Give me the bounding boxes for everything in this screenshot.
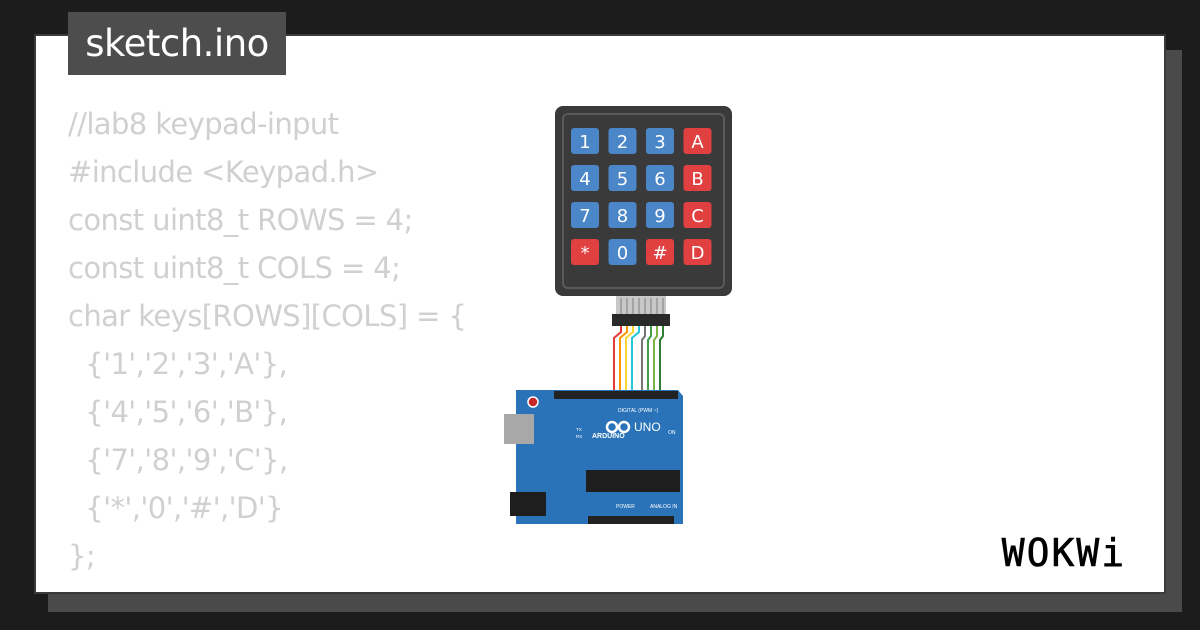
code-line: {'7','8','9','C'}, <box>68 443 288 477</box>
tx-label: TX <box>576 427 582 432</box>
keypad-key-label: 5 <box>617 169 628 190</box>
keypad-key: 4 <box>571 165 599 191</box>
keypad-key-label: # <box>652 243 667 264</box>
keypad-key-face <box>646 202 674 228</box>
analog-label: ANALOG IN <box>650 504 678 510</box>
code-line: char keys[ROWS][COLS] = { <box>68 299 467 333</box>
keypad-key: # <box>646 239 674 265</box>
keypad-key-label: 0 <box>617 243 628 264</box>
wire <box>619 326 628 394</box>
code-line: {'1','2','3','A'}, <box>68 347 288 381</box>
keypad-key-face <box>683 202 712 228</box>
keypad-key-label: 6 <box>654 169 665 190</box>
code-line: #include <Keypad.h> <box>68 155 379 189</box>
keypad-key: 7 <box>571 202 599 228</box>
keypad-key: 6 <box>646 165 674 191</box>
keypad-key-face <box>646 128 674 154</box>
code-line: const uint8_t ROWS = 4; <box>68 203 413 237</box>
keypad-key-label: D <box>691 243 705 264</box>
keypad-key-label: 7 <box>579 206 590 227</box>
wire <box>625 326 634 394</box>
circuit-diagram: 1 2 3 A 4 5 6 B 7 8 9 C * 0 # D ARDUINO UNO DIGITAL (PW… <box>504 106 732 524</box>
usb-port <box>504 414 534 444</box>
wire <box>631 326 640 394</box>
rx-label: RX <box>576 434 582 439</box>
keypad-key: A <box>683 128 712 154</box>
code-line: //lab8 keypad-input <box>68 107 339 141</box>
keypad-frame <box>562 113 725 289</box>
keypad-key-face <box>608 165 637 191</box>
wires <box>613 326 664 394</box>
arduino-uno-board: ARDUINO UNO DIGITAL (PWM ~) ANALOG IN PO… <box>504 390 683 524</box>
arduino-logo-icon <box>605 420 631 434</box>
keypad-key-label: 9 <box>654 206 665 227</box>
on-label: ON <box>668 430 676 436</box>
code-line: {'4','5','6','B'}, <box>68 395 288 429</box>
code-preview: //lab8 keypad-input #include <Keypad.h> co… <box>68 100 467 580</box>
wire <box>647 326 652 394</box>
board-name-label: ARDUINO <box>592 433 625 440</box>
digital-label: DIGITAL (PWM ~) <box>618 408 658 414</box>
microcontroller-chip <box>586 470 680 492</box>
keypad-key-label: C <box>691 206 704 227</box>
keypad-key-label: B <box>691 169 703 190</box>
keypad-key-label: A <box>691 132 704 153</box>
membrane-keypad: 1 2 3 A 4 5 6 B 7 8 9 C * 0 # D <box>555 106 732 296</box>
keypad-key-label: 3 <box>654 132 665 153</box>
connector-pins <box>616 296 666 314</box>
wokwi-logo: WOKWi <box>1002 531 1126 576</box>
keypad-key-face <box>571 202 599 228</box>
keypad-key-face <box>683 165 712 191</box>
keypad-connector <box>612 296 670 326</box>
keypad-key: 2 <box>608 128 637 154</box>
keypad-key: 3 <box>646 128 674 154</box>
keypad-key: B <box>683 165 712 191</box>
power-analog-header <box>588 516 674 524</box>
keypad-key-face <box>608 202 637 228</box>
keypad-key-face <box>683 239 712 265</box>
keypad-key: C <box>683 202 712 228</box>
keypad-key: 5 <box>608 165 637 191</box>
wire <box>613 326 622 394</box>
power-jack <box>510 492 546 516</box>
keypad-key-face <box>608 239 637 265</box>
file-title: sketch.ino <box>68 12 286 75</box>
keypad-key-label: 1 <box>579 132 590 153</box>
board-model-label: UNO <box>634 420 661 434</box>
keypad-key: 0 <box>608 239 637 265</box>
keypad-key-face <box>571 128 599 154</box>
wire <box>653 326 658 394</box>
keypad-key: * <box>571 239 599 265</box>
keypad-key-face <box>571 165 599 191</box>
keypad-key: 8 <box>608 202 637 228</box>
keypad-key-label: 4 <box>579 169 590 190</box>
code-line: const uint8_t COLS = 4; <box>68 251 401 285</box>
connector-header <box>612 314 670 326</box>
keypad-key-face <box>571 239 599 265</box>
pin-lines <box>620 298 664 314</box>
wire <box>659 326 664 394</box>
wire <box>641 326 646 394</box>
power-label: POWER <box>616 504 635 510</box>
keypad-key-face <box>608 128 637 154</box>
reset-button <box>527 396 539 408</box>
keypad-key-face <box>646 239 674 265</box>
keypad-key-face <box>646 165 674 191</box>
keypad-key: 1 <box>571 128 599 154</box>
keypad-keys: 1 2 3 A 4 5 6 B 7 8 9 C * 0 # D <box>571 128 712 265</box>
code-line: {'*','0','#','D'} <box>68 491 283 525</box>
wokwi-logo-text: WOKWi <box>1002 531 1126 575</box>
digital-header <box>554 391 678 399</box>
keypad-key-label: 2 <box>617 132 628 153</box>
keypad-key: D <box>683 239 712 265</box>
keypad-key: 9 <box>646 202 674 228</box>
keypad-key-label: * <box>581 243 590 264</box>
keypad-key-face <box>683 128 712 154</box>
code-line: }; <box>68 539 96 573</box>
keypad-key-label: 8 <box>617 206 628 227</box>
